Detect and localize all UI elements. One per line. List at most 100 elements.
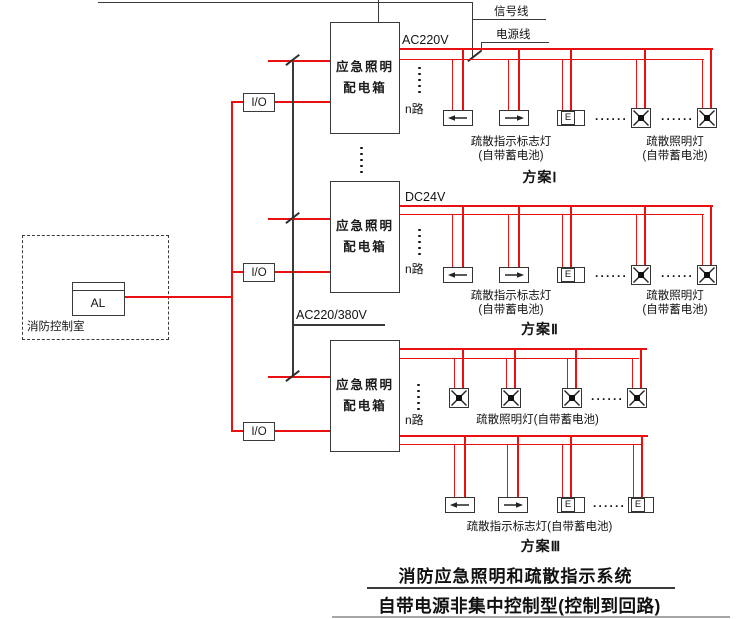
- s3-x3-power-drop: [575, 349, 578, 388]
- al-panel: AL: [72, 282, 125, 316]
- fire-control-room-label: 消防控制室: [27, 321, 85, 333]
- signal-label-underline: [472, 19, 546, 21]
- system-subtitle: 自带电源非集中控制型(控制到回路): [378, 596, 661, 616]
- s2-sign-lamp-caption: 疏散指示标志灯: [470, 290, 552, 302]
- s2-l2-power-drop: [518, 206, 521, 267]
- s3-exit-lamp-letter-1: E: [560, 498, 576, 512]
- s2-power-bus: [400, 205, 713, 208]
- s1-signal-bus: [400, 59, 704, 61]
- s3-x3-signal-drop: [567, 359, 569, 388]
- s3-light-lamp-caption: 疏散照明灯(自带蓄电池): [476, 414, 599, 426]
- s2-circuits-ellipsis-icon: [418, 227, 421, 257]
- s1-power-bus: [400, 48, 713, 51]
- power-wire-label: 电源线: [496, 29, 531, 41]
- s1-sign-lamp-caption: 疏散指示标志灯: [470, 136, 552, 148]
- control-trunk-wire: [231, 101, 234, 432]
- s1-l2-power-drop: [518, 50, 521, 110]
- dist-box-2-line1: 应急照明: [335, 218, 394, 233]
- s2-n-routes-label: n路: [405, 262, 424, 276]
- s1-l1-signal-drop: [452, 60, 454, 110]
- s2-l1-power-drop: [462, 206, 465, 267]
- io1-to-box-wire: [275, 101, 330, 104]
- s3-x4-signal-drop: [632, 359, 634, 388]
- s1-l4-signal-drop: [636, 60, 638, 108]
- s3-x1-signal-drop: [454, 359, 456, 388]
- s1-l1-power-drop: [462, 50, 465, 110]
- title-rule: [367, 587, 675, 589]
- s3-circuits-ellipsis-icon: [417, 382, 420, 412]
- s3-x1-power-drop: [462, 349, 465, 388]
- s3-exit-lamp-icon-1: E: [557, 497, 585, 513]
- s2-ceiling-lamp-icon-2: [697, 265, 717, 285]
- s1-exit-lamp-icon: E: [557, 110, 585, 126]
- s3-b2-power-drop: [517, 436, 520, 497]
- s3-x2-signal-drop: [506, 359, 508, 388]
- s2-l5-signal-drop: [702, 215, 704, 265]
- signal-wire-label: 信号线: [494, 6, 529, 18]
- io1-stub-wire: [231, 101, 244, 104]
- system-title: 消防应急照明和疏散指示系统: [398, 567, 633, 586]
- io-module-3-label: I/O: [251, 425, 267, 438]
- io-module-1: I/O: [243, 93, 275, 112]
- s1-l3-power-drop: [570, 50, 573, 110]
- dist-box-1-line2: 配电箱: [343, 81, 387, 95]
- s1-ceiling-lamp-icon-2: [697, 108, 717, 128]
- s2-light-lamp-caption2: (自带蓄电池): [642, 304, 708, 316]
- al-bus-wire: [125, 296, 232, 299]
- dist-box-3: 应急照明 配电箱: [330, 340, 400, 452]
- s3-b3-signal-drop: [562, 445, 564, 497]
- dist-box-1: 应急照明 配电箱: [330, 22, 400, 134]
- s3-n-routes-label: n路: [405, 413, 424, 427]
- s2-signal-bus: [400, 214, 704, 216]
- s3-lamp-ellipsis-top: ······: [591, 392, 624, 406]
- s1-sign-lamp-right-icon: [499, 110, 529, 126]
- s1-lamp-ellipsis-2: ······: [661, 112, 694, 126]
- s3-b1-power-drop: [464, 436, 467, 497]
- mains-stub-3: [268, 376, 330, 379]
- s2-light-lamp-caption: 疏散照明灯: [646, 290, 704, 302]
- io2-stub-wire: [231, 271, 244, 274]
- s2-sign-lamp-left-icon: [443, 267, 473, 283]
- s3-b4-power-drop: [641, 436, 644, 497]
- s1-exit-lamp-letter: E: [560, 111, 576, 125]
- s2-voltage-label: DC24V: [405, 190, 446, 204]
- s1-l4-power-drop: [644, 50, 647, 108]
- s2-l4-power-drop: [644, 206, 647, 265]
- s1-voltage-label: AC220V: [402, 33, 449, 47]
- io-module-1-label: I/O: [251, 96, 267, 109]
- dist-box-2-line2: 配电箱: [343, 240, 387, 254]
- io2-to-box-wire: [275, 271, 330, 274]
- s3-sign-lamp-caption: 疏散指示标志灯(自带蓄电池): [466, 521, 613, 533]
- top-border-line: [98, 2, 472, 4]
- s2-l2-signal-drop: [508, 215, 510, 267]
- s3-sign-lamp-left-icon: [445, 497, 475, 513]
- s2-scheme-title: 方案Ⅱ: [521, 321, 559, 337]
- s1-sign-lamp-left-icon: [443, 110, 473, 126]
- s1-n-routes-label: n路: [405, 102, 424, 116]
- s3-lamp-ellipsis-bottom: ······: [593, 499, 626, 513]
- s3-signal-bus-bottom: [400, 444, 642, 446]
- mains-voltage-label: AC220/380V: [296, 308, 367, 322]
- s1-l5-signal-drop: [702, 60, 704, 108]
- s3-exit-lamp-icon-2: E: [628, 497, 654, 513]
- s1-light-lamp-caption2: (自带蓄电池): [642, 150, 708, 162]
- s1-sign-lamp-caption2: (自带蓄电池): [478, 150, 544, 162]
- s3-b2-signal-drop: [507, 445, 509, 497]
- s2-l5-power-drop: [710, 206, 713, 265]
- dist-box-2: 应急照明 配电箱: [330, 181, 400, 293]
- s2-l4-signal-drop: [636, 215, 638, 265]
- s1-l5-power-drop: [710, 50, 713, 108]
- s2-sign-lamp-caption2: (自带蓄电池): [478, 304, 544, 316]
- s3-sign-lamp-right-icon: [498, 497, 528, 513]
- dist-box-1-line1: 应急照明: [335, 59, 394, 74]
- s1-l2-signal-drop: [508, 60, 510, 110]
- s1-lamp-ellipsis-1: ······: [595, 112, 628, 126]
- power-label-underline: [481, 42, 549, 44]
- s3-ceiling-lamp-icon-4: [627, 388, 647, 408]
- s2-ceiling-lamp-icon-1: [631, 265, 651, 285]
- mains-stub-2: [268, 218, 330, 221]
- io3-to-box-wire: [275, 430, 330, 433]
- s2-exit-lamp-letter: E: [560, 268, 576, 282]
- cropped-bottom-line: [332, 616, 730, 618]
